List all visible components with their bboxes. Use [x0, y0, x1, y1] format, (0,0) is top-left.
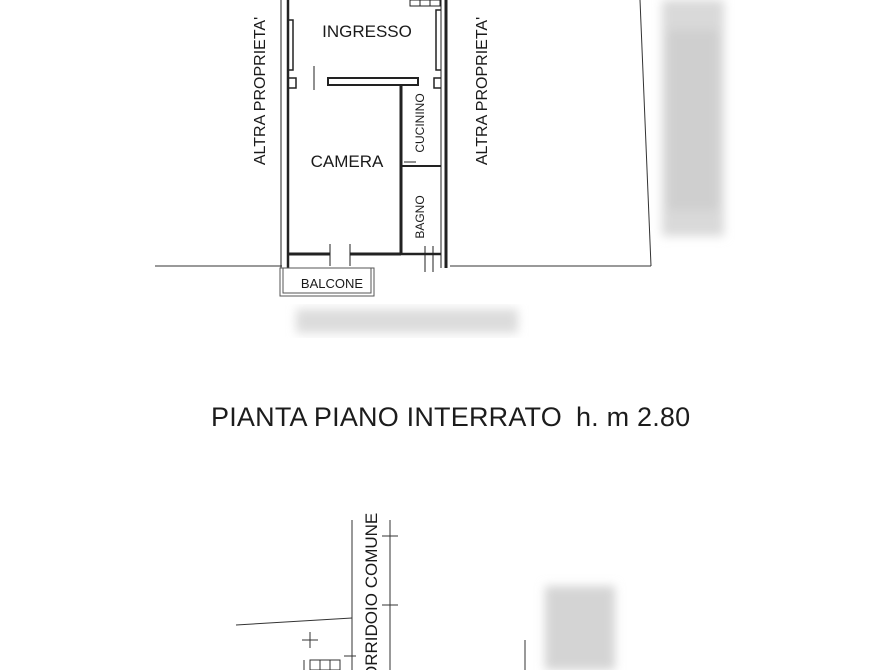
basement-plan-title: PIANTA PIANO INTERRATO — [211, 402, 562, 432]
basement-height-label: h. m 2.80 — [575, 402, 691, 432]
corridor-label: CORRIDOIO COMUNE — [362, 513, 381, 670]
room-label-balcone: BALCONE — [301, 276, 363, 291]
room-label-bagno: BAGNO — [413, 195, 427, 238]
room-label-cucinino: CUCININO — [413, 93, 427, 152]
neighbour-label-right: ALTRA PROPRIETA' — [474, 17, 491, 165]
apartment-walls — [280, 0, 448, 272]
balcony-outline — [279, 267, 375, 297]
basement-walls — [235, 520, 526, 670]
redacted-patch-top-right — [662, 0, 724, 236]
neighbour-label-left: ALTRA PROPRIETA' — [252, 17, 269, 165]
redacted-patch-bottom — [545, 586, 615, 670]
lot-boundary — [155, 0, 652, 267]
redacted-patch-below-balcony — [296, 309, 518, 333]
room-label-camera: CAMERA — [311, 152, 384, 171]
basement-plan-heading: PIANTA PIANO INTERRATO h. m 2.80 — [211, 402, 690, 433]
room-label-ingresso: INGRESSO — [322, 22, 412, 41]
